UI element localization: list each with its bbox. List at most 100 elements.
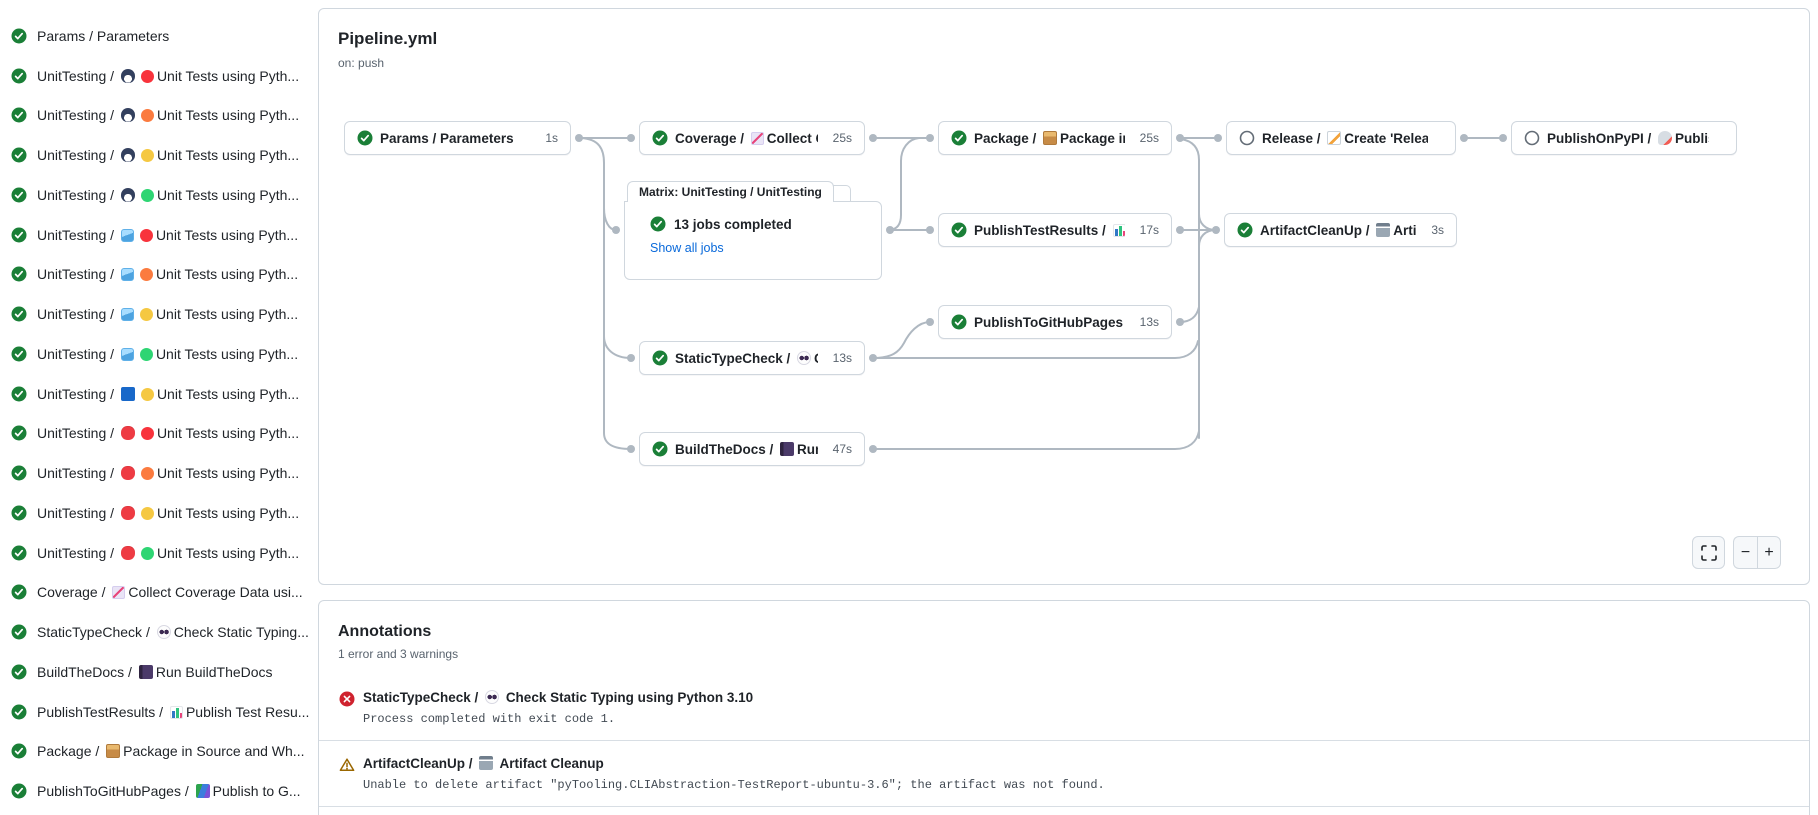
- sidebar-item-label: UnitTesting / Unit Tests using Pyth...: [37, 386, 299, 402]
- memo-icon: [1327, 131, 1341, 145]
- sidebar-item[interactable]: StaticTypeCheck / Check Static Typing...: [0, 612, 314, 652]
- success-check-icon: [11, 545, 27, 561]
- sidebar-item[interactable]: PublishTestResults / Publish Test Resu..…: [0, 692, 314, 732]
- success-check-icon: [11, 107, 27, 123]
- success-check-icon: [11, 147, 27, 163]
- success-check-icon: [11, 306, 27, 322]
- sidebar-item-label: UnitTesting / Unit Tests using Pyth...: [37, 306, 298, 322]
- matrix-group: 13 jobs completed Show all jobs: [624, 201, 882, 280]
- sidebar-item-label: UnitTesting / Unit Tests using Pyth...: [37, 346, 298, 362]
- success-check-icon: [652, 441, 668, 457]
- trash-icon: [1376, 223, 1390, 237]
- annotation-job-link[interactable]: ArtifactCleanUp / Artifact Cleanup: [363, 756, 1105, 771]
- sidebar-item[interactable]: UnitTesting / Unit Tests using Pyth...: [0, 493, 314, 533]
- sidebar-item[interactable]: UnitTesting / Unit Tests using Pyth...: [0, 255, 314, 295]
- success-check-icon: [951, 314, 967, 330]
- show-all-jobs-link[interactable]: Show all jobs: [650, 241, 724, 255]
- graph-node-buildTheDocs[interactable]: BuildTheDocs / Run Buil...47s: [639, 432, 865, 466]
- sidebar-item[interactable]: UnitTesting / Unit Tests using Pyth...: [0, 135, 314, 175]
- sidebar-item-label: PublishToGitHubPages / Publish to G...: [37, 783, 301, 799]
- graph-zoom-controls: − +: [1692, 536, 1781, 569]
- success-check-icon: [652, 350, 668, 366]
- matrix-tab[interactable]: Matrix: UnitTesting / UnitTesting: [627, 181, 834, 202]
- sidebar-item[interactable]: UnitTesting / Unit Tests using Pyth...: [0, 533, 314, 573]
- sidebar-item[interactable]: UnitTesting / Unit Tests using Pyth...: [0, 414, 314, 454]
- sidebar-item[interactable]: Coverage / Collect Coverage Data usi...: [0, 573, 314, 613]
- eyes-icon: [485, 690, 499, 704]
- success-check-icon: [11, 68, 27, 84]
- node-duration: 13s: [825, 351, 852, 365]
- fullscreen-button[interactable]: [1692, 536, 1725, 569]
- sidebar-item[interactable]: UnitTesting / Unit Tests using Pyth...: [0, 334, 314, 374]
- success-check-icon: [11, 346, 27, 362]
- py-red-icon: [141, 427, 154, 440]
- py-yellow-icon: [141, 507, 154, 520]
- error-x-icon: [339, 691, 355, 707]
- success-check-icon: [11, 266, 27, 282]
- node-label: Params / Parameters: [380, 131, 514, 146]
- py-green-icon: [140, 348, 153, 361]
- apple-icon: [121, 426, 135, 440]
- ice-cube-icon: [121, 348, 134, 361]
- node-label: PublishTestResults / Pu...: [974, 223, 1125, 238]
- pipeline-graph-panel: Pipeline.yml on: push: [318, 8, 1810, 585]
- books-icon: [196, 784, 210, 798]
- graph-node-staticTypeCheck[interactable]: StaticTypeCheck / Chec...13s: [639, 341, 865, 375]
- matrix-summary: 13 jobs completed: [674, 217, 792, 232]
- graph-node-publishOnPyPI[interactable]: PublishOnPyPI / Publish to ...: [1511, 121, 1737, 155]
- book-icon: [780, 442, 794, 456]
- py-green-icon: [141, 547, 154, 560]
- node-label: ArtifactCleanUp / Artifac...: [1260, 223, 1416, 238]
- sidebar-item[interactable]: UnitTesting / Unit Tests using Pyth...: [0, 175, 314, 215]
- ice-cube-icon: [121, 308, 134, 321]
- sidebar-item-label: UnitTesting / Unit Tests using Pyth...: [37, 68, 299, 84]
- linux-icon: [121, 108, 135, 122]
- apple-icon: [121, 466, 135, 480]
- graph-edges: [319, 9, 1811, 586]
- rocket-icon: [1658, 131, 1672, 145]
- sidebar-item[interactable]: UnitTesting / Unit Tests using Pyth...: [0, 215, 314, 255]
- sidebar-item[interactable]: Package / Package in Source and Wh...: [0, 732, 314, 772]
- sidebar-item[interactable]: UnitTesting / Unit Tests using Pyth...: [0, 56, 314, 96]
- ice-cube-icon: [121, 268, 134, 281]
- sidebar-item[interactable]: BuildTheDocs / Run BuildTheDocs: [0, 652, 314, 692]
- success-check-icon: [11, 28, 27, 44]
- sidebar-item[interactable]: Params / Parameters: [0, 16, 314, 56]
- skipped-circle-icon: [1524, 130, 1540, 146]
- node-duration: 47s: [825, 442, 852, 456]
- node-duration: 17s: [1132, 223, 1159, 237]
- success-check-icon: [11, 465, 27, 481]
- graph-node-release[interactable]: Release / Create 'Release P...: [1226, 121, 1456, 155]
- barchart-icon: [1113, 224, 1125, 237]
- sidebar-item[interactable]: UnitTesting / Unit Tests using Pyth...: [0, 374, 314, 414]
- py-yellow-icon: [141, 149, 154, 162]
- success-check-icon: [11, 624, 27, 640]
- sidebar-item-label: UnitTesting / Unit Tests using Pyth...: [37, 545, 299, 561]
- graph-node-publishToGitHubPages[interactable]: PublishToGitHubPages / ...13s: [938, 305, 1172, 339]
- graph-node-params[interactable]: Params / Parameters1s: [344, 121, 571, 155]
- sidebar-item[interactable]: UnitTesting / Unit Tests using Pyth...: [0, 453, 314, 493]
- ice-cube-icon: [121, 229, 134, 242]
- zoom-in-button[interactable]: +: [1757, 536, 1781, 569]
- graph-node-coverage[interactable]: Coverage / Collect Cove...25s: [639, 121, 865, 155]
- sidebar-item[interactable]: UnitTesting / Unit Tests using Pyth...: [0, 96, 314, 136]
- sidebar-item-label: UnitTesting / Unit Tests using Pyth...: [37, 227, 298, 243]
- sidebar-item-label: UnitTesting / Unit Tests using Pyth...: [37, 266, 298, 282]
- graph-node-publishTestResults[interactable]: PublishTestResults / Pu... 17s: [938, 213, 1172, 247]
- success-check-icon: [11, 386, 27, 402]
- annotations-title: Annotations: [319, 623, 1809, 641]
- sidebar-item[interactable]: PublishToGitHubPages / Publish to G...: [0, 771, 314, 811]
- success-check-icon: [951, 130, 967, 146]
- node-label: Coverage / Collect Cove...: [675, 131, 818, 146]
- graph-node-package[interactable]: Package / Package in So...25s: [938, 121, 1172, 155]
- eyes-icon: [797, 351, 811, 365]
- chart-icon: [112, 586, 125, 599]
- barchart-icon: [170, 706, 183, 719]
- graph-node-artifactCleanUp[interactable]: ArtifactCleanUp / Artifac...3s: [1224, 213, 1457, 247]
- sidebar-item[interactable]: UnitTesting / Unit Tests using Pyth...: [0, 294, 314, 334]
- success-check-icon: [11, 505, 27, 521]
- py-orange-icon: [141, 109, 154, 122]
- annotation-job-link[interactable]: StaticTypeCheck / Check Static Typing us…: [363, 690, 753, 705]
- zoom-out-button[interactable]: −: [1733, 536, 1757, 569]
- sidebar-item-label: StaticTypeCheck / Check Static Typing...: [37, 624, 309, 640]
